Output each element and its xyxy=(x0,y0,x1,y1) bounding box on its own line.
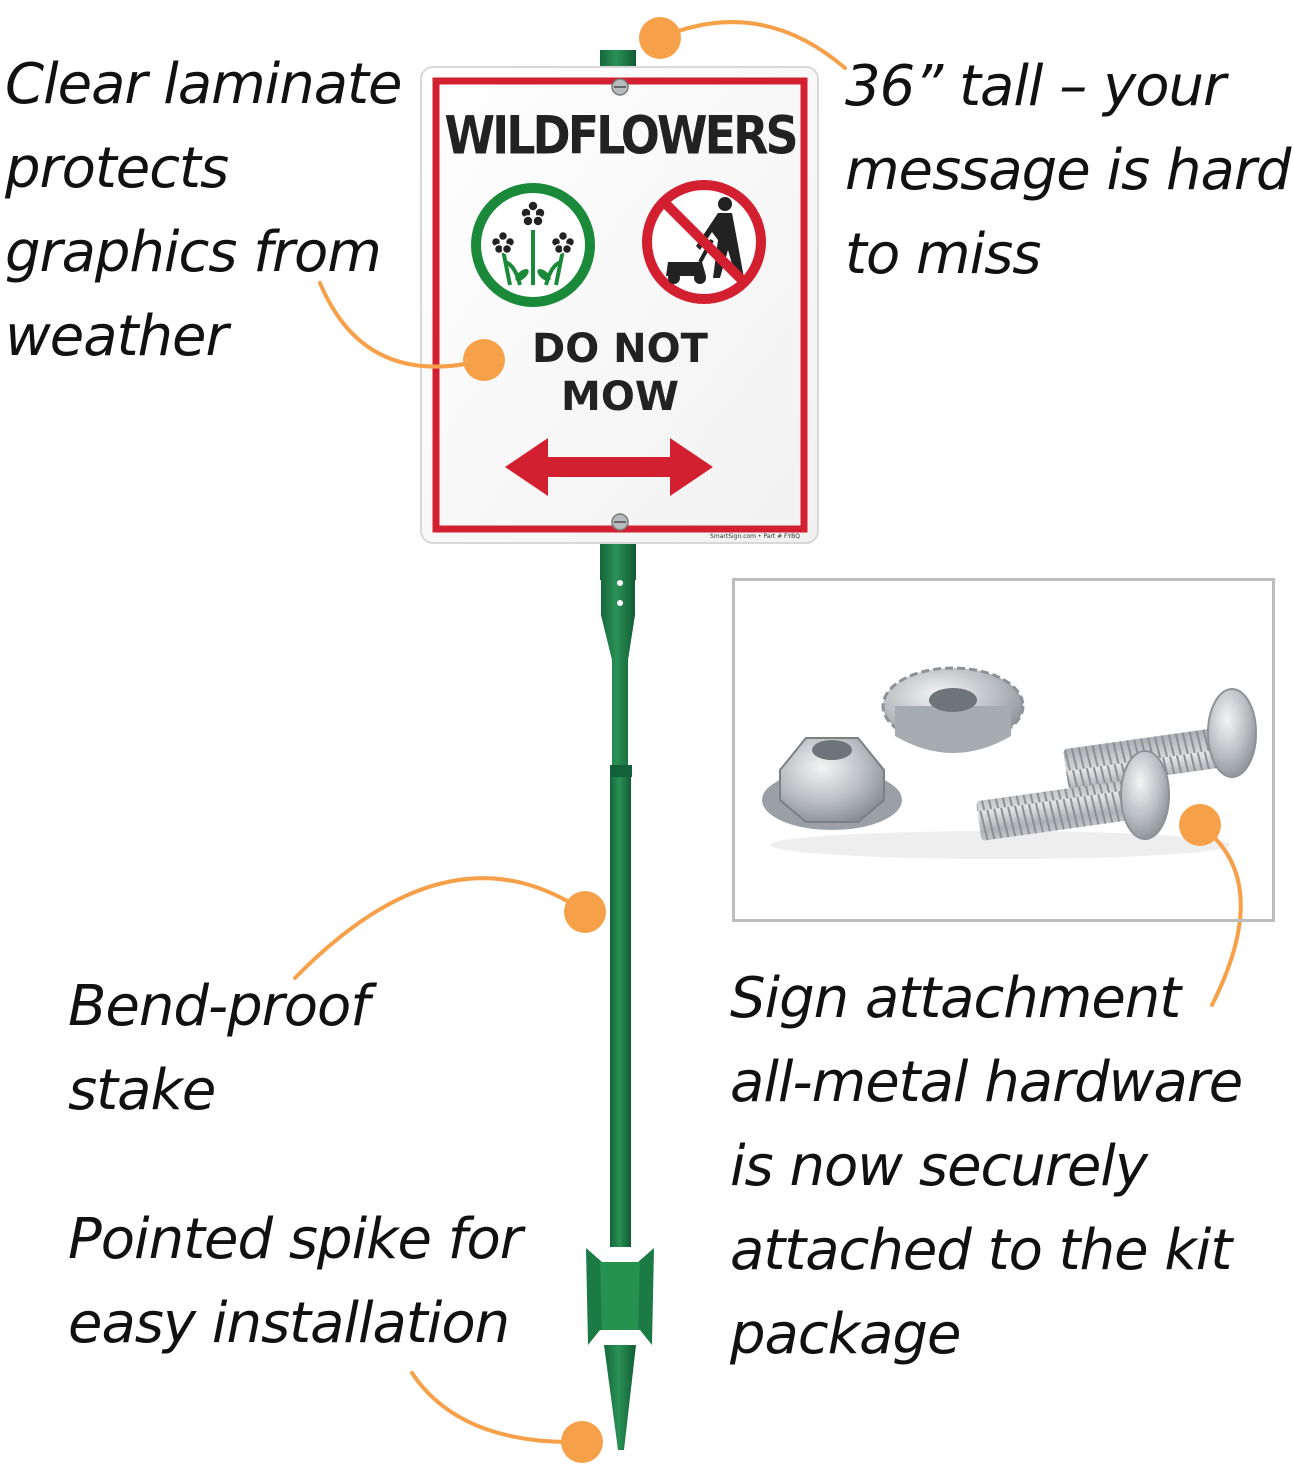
callout-line: Bend-proof xyxy=(68,974,370,1039)
callout-spike: Pointed spike for easy installation xyxy=(68,1198,523,1366)
callout-line: easy installation xyxy=(68,1291,510,1356)
hardware-frame xyxy=(732,578,1275,922)
callout-line: stake xyxy=(68,1058,216,1123)
flowers-icon xyxy=(471,183,595,307)
sign-line-2: MOW xyxy=(561,374,679,420)
sign-title: WILDFLOWERS xyxy=(444,103,798,167)
callout-line: package xyxy=(730,1302,961,1367)
callout-line: all-metal hardware xyxy=(730,1050,1243,1115)
callout-line: Sign attachment xyxy=(730,966,1181,1031)
bolt-icon xyxy=(976,750,1170,841)
flange-nut-icon xyxy=(881,666,1025,753)
no-mowing-icon xyxy=(642,180,766,304)
callout-line: protects xyxy=(5,136,229,201)
callout-line: 36” tall – your xyxy=(845,54,1226,119)
callout-stake: Bend-proof stake xyxy=(68,965,370,1133)
callout-leaders xyxy=(293,20,1243,1445)
sign-line-1: DO NOT xyxy=(532,326,708,372)
callout-laminate: Clear laminate protects graphics from we… xyxy=(5,43,402,379)
callout-hardware: Sign attachment all-metal hardware is no… xyxy=(730,957,1243,1377)
sign-footer: SmartSign.com • Part # FYBQ xyxy=(710,533,800,540)
callout-dots xyxy=(463,17,1221,1463)
hardware-photo xyxy=(762,666,1257,859)
hex-nut-icon xyxy=(762,737,902,830)
double-arrow-icon xyxy=(505,438,713,496)
callout-line: Pointed spike for xyxy=(68,1207,523,1272)
callout-line: attached to the kit xyxy=(730,1218,1232,1283)
callout-line: message is hard xyxy=(845,138,1291,203)
callout-line: Clear laminate xyxy=(5,52,402,117)
callout-tall: 36” tall – your message is hard to miss xyxy=(845,45,1291,297)
callout-line: to miss xyxy=(845,222,1041,287)
callout-line: is now securely xyxy=(730,1134,1148,1199)
callout-line: graphics from xyxy=(5,220,382,285)
callout-line: weather xyxy=(5,304,229,369)
